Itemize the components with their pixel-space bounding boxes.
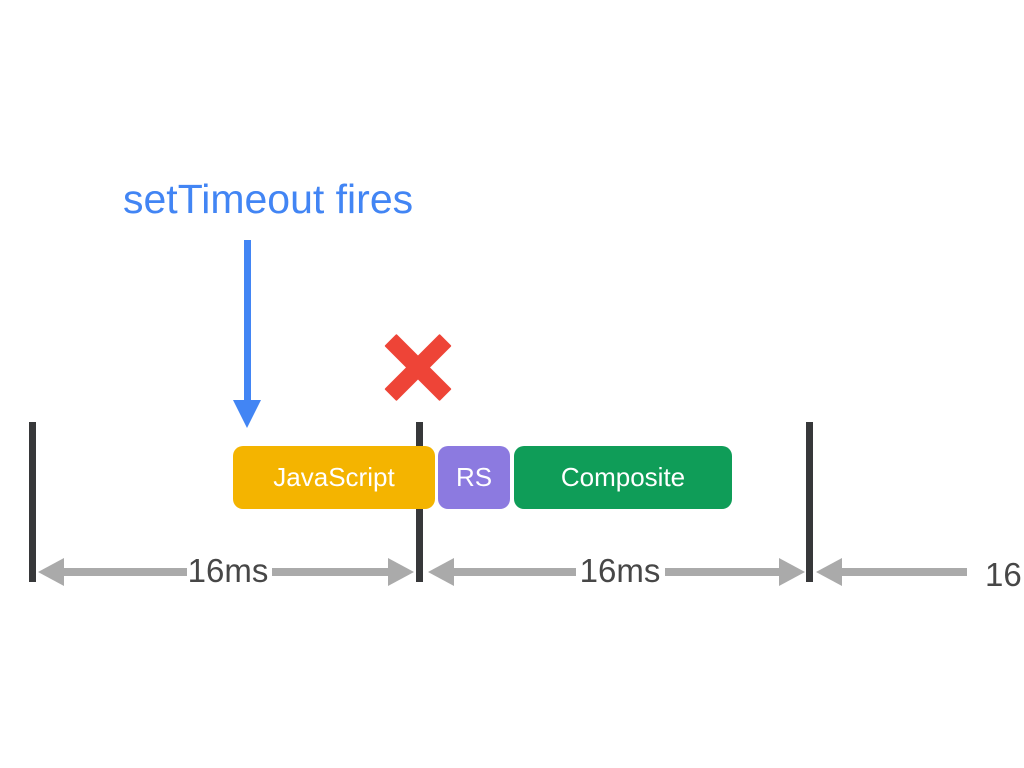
arrow-left-icon: [38, 558, 64, 586]
frame-boundary-tick: [29, 422, 36, 582]
duration-label: 16ms: [579, 552, 661, 589]
task-javascript-label: JavaScript: [273, 462, 395, 492]
annotation-settimeout-fires: setTimeout fires: [123, 176, 414, 222]
arrow-left-icon: [428, 558, 454, 586]
down-arrow-shaft: [244, 240, 251, 403]
down-arrow-head: [233, 400, 261, 428]
frame-boundary-tick: [806, 422, 813, 582]
arrow-shaft: [272, 568, 389, 576]
task-javascript: JavaScript: [233, 446, 435, 509]
task-recalculate-styles: RS: [438, 446, 510, 509]
task-composite: Composite: [514, 446, 732, 509]
duration-label: 16: [985, 556, 1022, 593]
arrow-right-icon: [779, 558, 805, 586]
duration-label: 16ms: [187, 552, 269, 589]
arrow-shaft: [60, 568, 187, 576]
task-rs-label: RS: [455, 462, 493, 492]
arrow-right-icon: [388, 558, 414, 586]
arrow-shaft: [665, 568, 780, 576]
task-composite-label: Composite: [560, 462, 686, 492]
arrow-shaft: [450, 568, 576, 576]
arrow-shaft: [838, 568, 967, 576]
arrow-left-icon: [816, 558, 842, 586]
x-cross-icon: [384, 333, 452, 402]
